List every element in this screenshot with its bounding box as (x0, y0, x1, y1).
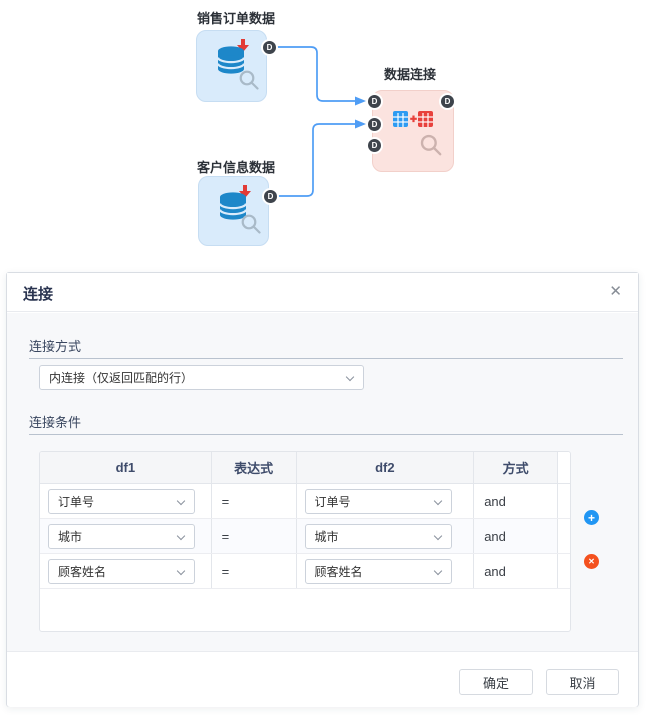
df1-field-select[interactable]: 顾客姓名 (48, 558, 195, 584)
port-join-input-3[interactable]: D (366, 137, 383, 154)
chevron-down-icon (433, 496, 442, 505)
database-icon (210, 38, 254, 85)
join-dialog: 连接 ✕ 连接方式 内连接（仅返回匹配的行） 连接条件 df1 表达式 df2 … (6, 272, 639, 707)
port-join-input-1[interactable]: D (366, 93, 383, 110)
edge-customer-to-join (277, 123, 355, 197)
close-icon[interactable]: ✕ (609, 283, 622, 300)
database-icon (212, 184, 256, 231)
table-header-row: df1 表达式 df2 方式 (40, 452, 570, 484)
remove-condition-button[interactable]: ✕ (584, 554, 599, 569)
join-method-label: 连接方式 (29, 339, 82, 354)
chevron-down-icon (433, 566, 442, 575)
divider (29, 434, 623, 435)
flow-canvas: 销售订单数据 客户信息数据 (0, 0, 646, 272)
node-label-join: 数据连接 (384, 67, 437, 82)
dialog-title: 连接 (23, 286, 54, 303)
mode-value: and (484, 528, 506, 544)
expression-value: = (221, 563, 230, 579)
dialog-header: 连接 ✕ (7, 273, 638, 312)
edge-sales-to-join (277, 46, 355, 102)
chevron-down-icon (345, 372, 355, 382)
search-icon (239, 212, 263, 241)
df2-field-select[interactable]: 城市 (304, 523, 452, 549)
node-customer-datasource[interactable] (198, 176, 269, 246)
table-row: 城市 = 城市 and (40, 519, 570, 554)
node-data-join[interactable] (372, 90, 454, 172)
chevron-down-icon (433, 531, 442, 540)
node-sales-datasource[interactable] (196, 30, 267, 102)
search-icon (418, 132, 444, 163)
column-header-df1: df1 (40, 452, 212, 483)
arrowhead-icon (355, 96, 366, 106)
expression-value: = (221, 493, 230, 509)
table-row: 订单号 = 订单号 and (40, 484, 570, 519)
df2-selected-value: 顾客姓名 (314, 564, 363, 579)
table-row: 顾客姓名 = 顾客姓名 and (40, 554, 570, 589)
table-gutter (558, 519, 570, 553)
ok-button[interactable]: 确定 (459, 669, 533, 695)
join-method-selected-value: 内连接（仅返回匹配的行） (49, 371, 194, 385)
chevron-down-icon (176, 531, 186, 540)
column-header-mode: 方式 (474, 452, 559, 483)
column-header-df2: df2 (296, 452, 475, 483)
expression-value: = (221, 528, 230, 544)
join-conditions-label: 连接条件 (29, 415, 82, 430)
search-icon (237, 68, 261, 97)
node-label-customer: 客户信息数据 (197, 160, 276, 175)
mode-value: and (484, 563, 506, 579)
df2-selected-value: 订单号 (314, 494, 351, 509)
port-customer-output[interactable]: D (262, 188, 279, 205)
port-sales-output[interactable]: D (261, 39, 278, 56)
dialog-footer: 确定 取消 (7, 651, 638, 707)
column-header-expr: 表达式 (211, 452, 297, 483)
arrowhead-icon (355, 119, 366, 129)
divider (29, 358, 623, 359)
join-conditions-table: df1 表达式 df2 方式 订单号 = 订单号 (39, 451, 571, 632)
table-join-icon (392, 109, 434, 134)
table-gutter (558, 452, 570, 483)
df1-selected-value: 顾客姓名 (58, 564, 107, 579)
df1-selected-value: 订单号 (58, 494, 95, 509)
port-join-input-2[interactable]: D (366, 116, 383, 133)
df2-field-select[interactable]: 顾客姓名 (304, 558, 452, 584)
node-label-sales: 销售订单数据 (197, 11, 276, 26)
df2-field-select[interactable]: 订单号 (304, 488, 452, 514)
table-gutter (558, 554, 570, 588)
cancel-button[interactable]: 取消 (546, 669, 619, 695)
df1-selected-value: 城市 (58, 529, 83, 544)
mode-value: and (484, 493, 506, 509)
join-method-select[interactable]: 内连接（仅返回匹配的行） (39, 365, 364, 390)
edge-layer (277, 46, 366, 197)
df1-field-select[interactable]: 订单号 (48, 488, 195, 514)
chevron-down-icon (176, 496, 186, 505)
table-gutter (558, 484, 570, 518)
chevron-down-icon (176, 566, 186, 575)
add-condition-button[interactable]: + (584, 510, 599, 525)
df2-selected-value: 城市 (314, 529, 339, 544)
df1-field-select[interactable]: 城市 (48, 523, 195, 549)
port-join-output[interactable]: D (439, 93, 456, 110)
